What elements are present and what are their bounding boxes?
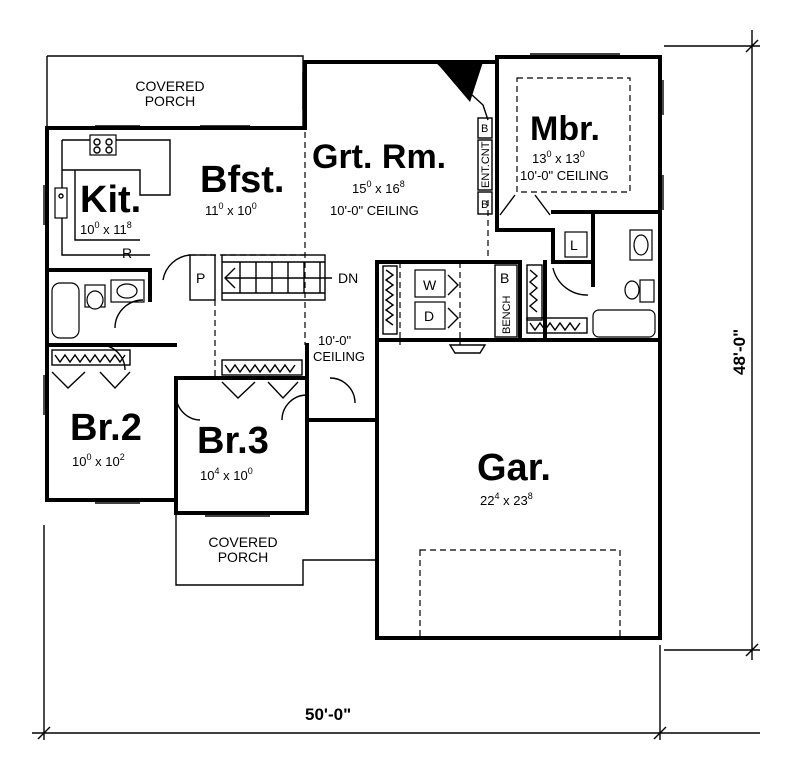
depth-dimension: 48'-0" xyxy=(664,30,760,660)
interior-walls xyxy=(45,55,662,502)
garage-name: Gar. xyxy=(477,447,551,489)
ent-cnt-label: ENT.CNT xyxy=(480,141,492,188)
great-room-name: Grt. Rm. xyxy=(312,138,446,176)
room-garage: Gar. 224 x 238 xyxy=(477,447,551,508)
rear-porch-label-2: PORCH xyxy=(145,93,196,109)
foyer: 10'-0" CEILING xyxy=(313,333,365,364)
room-great-room: Grt. Rm. 150 x 168 10'-0" CEILING xyxy=(312,138,446,218)
master-ceiling: 10'-0" CEILING xyxy=(520,168,609,183)
closets xyxy=(51,264,588,400)
svg-text:104 x 100: 104 x 100 xyxy=(200,466,253,483)
rear-porch-label-1: COVERED xyxy=(135,78,204,94)
range-label: R xyxy=(122,245,132,261)
laundry: W D B BENCH xyxy=(414,264,518,354)
bedroom3-name: Br.3 xyxy=(197,420,269,462)
pantry-and-stairs: P DN xyxy=(162,254,358,301)
room-master: Mbr. 130 x 130 10'-0" CEILING xyxy=(520,110,609,183)
rear-covered-porch: COVERED PORCH xyxy=(46,55,304,128)
overall-width: 50'-0" xyxy=(305,705,351,724)
svg-text:100 x 102: 100 x 102 xyxy=(72,452,125,469)
great-room-ceiling: 10'-0" CEILING xyxy=(330,203,419,218)
svg-text:110 x 100: 110 x 100 xyxy=(205,201,257,218)
room-bedroom3: Br.3 104 x 100 xyxy=(197,420,269,483)
linen-label: L xyxy=(570,237,578,253)
hall-bath-fixtures xyxy=(51,279,145,339)
washer-label: W xyxy=(423,277,437,293)
fireplace xyxy=(435,61,489,121)
pantry-label: P xyxy=(196,270,205,286)
bedroom2-name: Br.2 xyxy=(70,407,142,449)
room-breakfast: Bfst. 110 x 100 xyxy=(200,159,284,218)
front-covered-porch: COVERED PORCH xyxy=(175,513,377,586)
foyer-ceiling-1: 10'-0" xyxy=(318,333,352,348)
width-dimension: 50'-0" xyxy=(32,525,760,740)
svg-text:150 x 168: 150 x 168 xyxy=(352,179,405,196)
bench-label: BENCH xyxy=(501,295,513,334)
foyer-ceiling-2: CEILING xyxy=(313,349,365,364)
master-name: Mbr. xyxy=(530,110,600,148)
dryer-label: D xyxy=(424,308,434,324)
bench-b-label: B xyxy=(500,270,509,286)
svg-text:224 x 238: 224 x 238 xyxy=(480,491,533,508)
bookcase-top-label: B xyxy=(481,123,488,135)
breakfast-name: Bfst. xyxy=(200,159,284,201)
front-porch-label-2: PORCH xyxy=(218,549,269,565)
bookcase-bottom-label: B xyxy=(481,199,488,211)
exterior-walls xyxy=(43,53,664,640)
door-swings xyxy=(99,344,356,421)
stair-down-label: DN xyxy=(338,270,358,286)
room-bedroom2: Br.2 100 x 102 xyxy=(70,407,142,469)
kitchen-name: Kit. xyxy=(80,179,141,221)
kitchen-cabinets: R xyxy=(54,134,171,261)
master-bath: B ENT.CNT B L xyxy=(477,117,656,338)
svg-text:100 x 118: 100 x 118 xyxy=(80,220,132,237)
svg-text:130 x 130: 130 x 130 xyxy=(532,149,585,166)
overall-depth: 48'-0" xyxy=(730,329,749,375)
room-kitchen: Kit. 100 x 118 xyxy=(80,179,141,237)
front-porch-label-1: COVERED xyxy=(208,534,277,550)
